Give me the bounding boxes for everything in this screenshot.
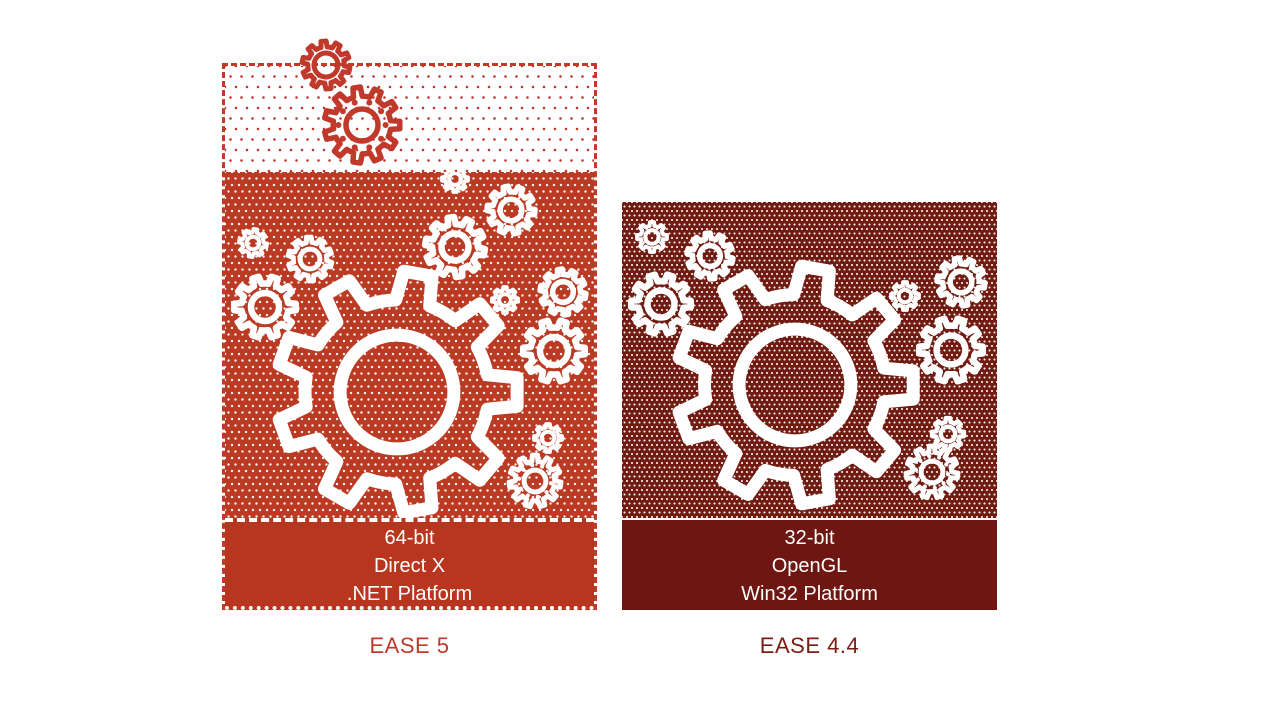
gear-icon (627, 271, 695, 337)
gear-icon (490, 285, 520, 315)
gear-icon (934, 255, 988, 309)
gear-icon (506, 452, 564, 510)
ease5-label-line-3: .NET Platform (346, 583, 473, 605)
gear-icon (519, 317, 589, 385)
gear-icon (230, 273, 300, 341)
gear-icon (889, 280, 921, 312)
gear-icon (484, 183, 538, 237)
gear-icon (421, 213, 489, 281)
ease44-gears-canvas (627, 220, 988, 511)
gear-icon (635, 220, 669, 254)
ease44-caption: EASE 4.4 (759, 633, 860, 658)
gear-icon (903, 443, 961, 501)
ease44-label-line-1: 32-bit (784, 527, 835, 549)
gear-icon (285, 234, 335, 284)
ease5-label-line-2: Direct X (373, 555, 446, 577)
gear-icon (929, 415, 967, 453)
ease44-label-line-2: OpenGL (771, 555, 848, 577)
ease5-caption: EASE 5 (369, 633, 450, 658)
ease44-label-line-3: Win32 Platform (741, 583, 878, 605)
ease5-label-line-1: 64-bit (384, 527, 435, 549)
gear-icon (915, 315, 987, 385)
gear-icon (236, 226, 270, 260)
ease44-label-area: 32-bit OpenGL Win32 Platform (622, 518, 997, 610)
gear-icon (672, 259, 920, 511)
ease5-label-area: 64-bit Direct X .NET Platform (225, 518, 594, 610)
ease5-box: 64-bit Direct X .NET Platform (222, 38, 597, 610)
ease5-capacity-area (225, 172, 594, 518)
gear-icon (272, 264, 524, 518)
ease44-capacity-area (622, 202, 997, 518)
gear-icon (440, 172, 470, 194)
ease44-box: 32-bit OpenGL Win32 Platform (622, 202, 997, 610)
gear-icon (537, 266, 589, 318)
gear-icon (684, 230, 736, 282)
ease5-gears-canvas (230, 172, 589, 518)
ease5-headroom-area (225, 66, 594, 172)
gear-icon (532, 422, 564, 454)
